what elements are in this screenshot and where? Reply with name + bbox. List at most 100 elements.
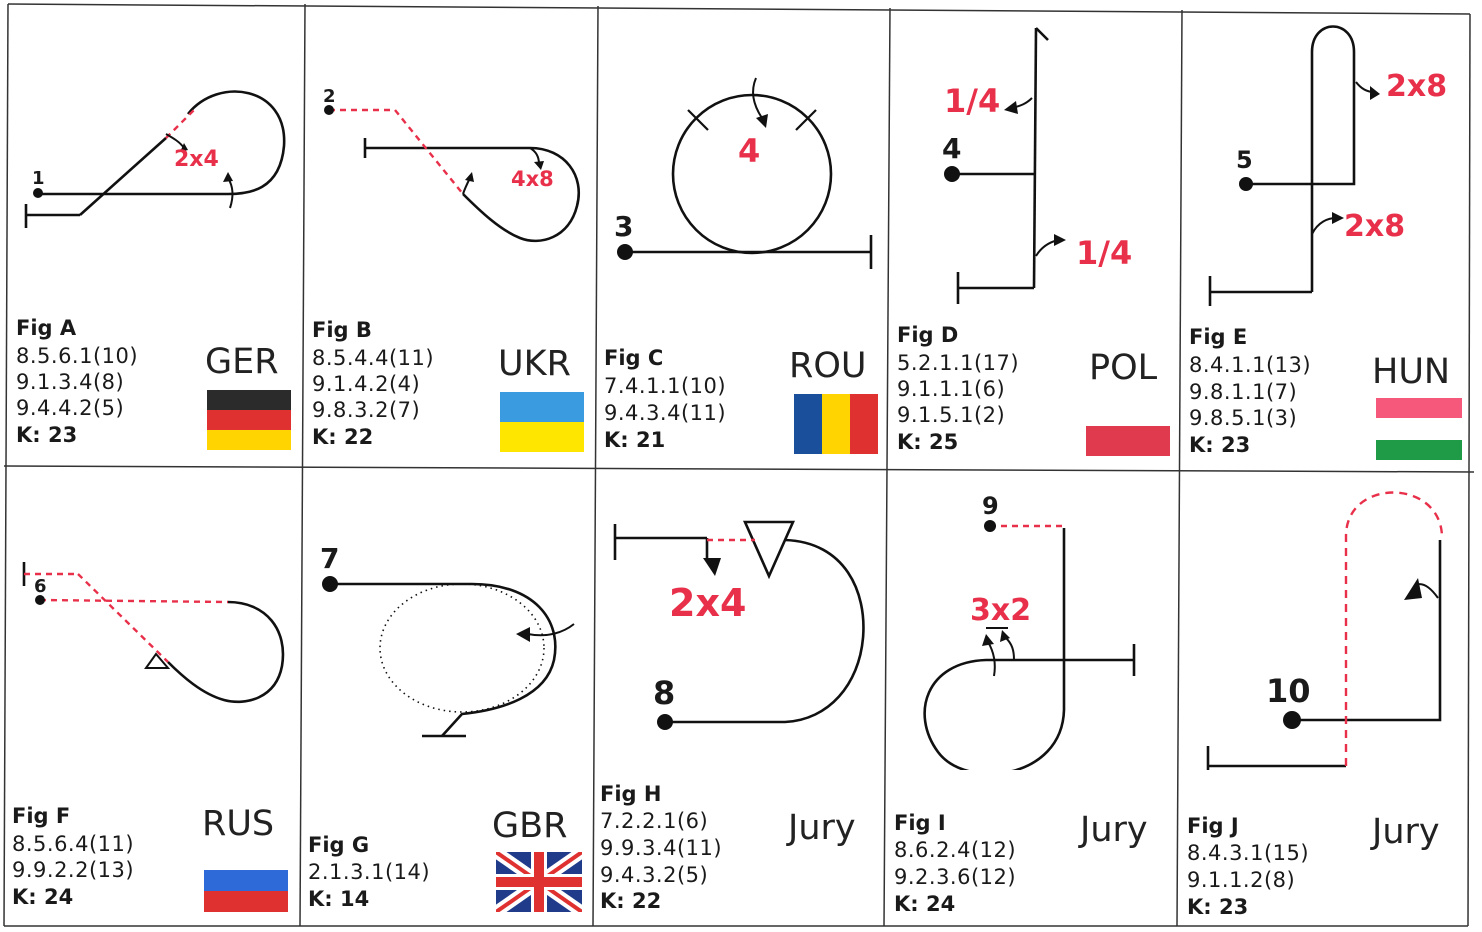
k-factor: K: 23 bbox=[16, 423, 78, 447]
start-number: 9 bbox=[982, 492, 999, 520]
roll-label-bottom: 1/4 bbox=[1076, 234, 1132, 272]
diagonal-line bbox=[79, 137, 167, 216]
flag-gbr bbox=[496, 852, 582, 912]
tick-right bbox=[795, 109, 817, 131]
roll-arrowhead-1 bbox=[1370, 86, 1380, 100]
country-code: ROU bbox=[789, 346, 867, 386]
country-code: UKR bbox=[498, 344, 571, 384]
roll-label: 4x8 bbox=[511, 167, 554, 191]
country-code: HUN bbox=[1372, 352, 1451, 392]
jury-label: Jury bbox=[1080, 810, 1148, 850]
jury-label: Jury bbox=[1372, 812, 1440, 852]
k-factor: K: 24 bbox=[894, 892, 956, 916]
figure-code-1: 7.4.1.1(10) bbox=[604, 374, 727, 398]
roll-arrow bbox=[527, 623, 575, 637]
figure-code-3: 9.8.3.2(7) bbox=[312, 398, 421, 422]
roll-arrowhead bbox=[703, 558, 721, 576]
start-dot bbox=[1239, 177, 1253, 191]
figure-title: Fig G bbox=[308, 833, 370, 857]
roll-label: 2x4 bbox=[669, 581, 746, 625]
loop-curve bbox=[167, 600, 285, 704]
roll-label: 3x2 bbox=[970, 593, 1031, 628]
figure-title: Fig I bbox=[894, 811, 946, 835]
figure-diagram-e: 5 2x8 2x8 bbox=[1208, 25, 1447, 306]
top-tick bbox=[1035, 27, 1049, 41]
roll-arrowhead-1 bbox=[982, 634, 994, 646]
roll-label: 4 bbox=[738, 132, 760, 170]
figure-code-3: 9.4.3.2(5) bbox=[600, 863, 709, 887]
country-code: RUS bbox=[202, 804, 275, 844]
flag-rou bbox=[794, 394, 878, 454]
figure-code-3: 9.4.4.2(5) bbox=[16, 396, 125, 420]
k-factor: K: 22 bbox=[312, 425, 374, 449]
roll-arrowhead-1 bbox=[180, 143, 188, 152]
roll-arrowhead-2 bbox=[1000, 630, 1010, 642]
start-number: 7 bbox=[320, 542, 339, 575]
dashed-loop bbox=[1344, 491, 1444, 766]
country-code: POL bbox=[1089, 348, 1158, 388]
k-factor: K: 23 bbox=[1189, 433, 1251, 457]
roll-arrowhead-1 bbox=[1004, 101, 1018, 114]
loop-curve bbox=[38, 90, 286, 196]
tick-left bbox=[687, 109, 709, 131]
country-code: GER bbox=[205, 342, 279, 382]
start-number: 1 bbox=[32, 168, 45, 189]
figure-code-1: 8.6.2.4(12) bbox=[894, 838, 1017, 862]
start-number: 8 bbox=[653, 674, 675, 712]
start-dot bbox=[35, 595, 45, 605]
start-dot bbox=[657, 714, 673, 730]
roll-label-bottom: 2x8 bbox=[1344, 209, 1405, 244]
figure-title: Fig F bbox=[12, 804, 71, 828]
figure-title: Fig A bbox=[16, 316, 77, 340]
roll-arrow-2 bbox=[1005, 637, 1015, 661]
vertical-line bbox=[1032, 27, 1038, 289]
flag-ger bbox=[207, 390, 291, 450]
figure-diagram-b: 2 4x8 bbox=[323, 86, 580, 243]
k-factor: K: 14 bbox=[308, 887, 370, 911]
roll-arrow-1 bbox=[165, 133, 185, 149]
figure-code-2: 9.9.3.4(11) bbox=[600, 836, 723, 860]
dashed-mid bbox=[39, 598, 229, 604]
k-factor: K: 21 bbox=[604, 428, 666, 452]
jury-label: Jury bbox=[788, 808, 856, 848]
start-number: 4 bbox=[942, 132, 961, 165]
figure-code-1: 2.1.3.1(14) bbox=[308, 860, 431, 884]
k-factor: K: 22 bbox=[600, 889, 662, 913]
figure-code-1: 8.5.6.1(10) bbox=[16, 344, 139, 368]
flag-pol bbox=[1086, 396, 1170, 456]
figure-title: Fig D bbox=[897, 323, 959, 347]
roll-label-top: 2x8 bbox=[1386, 69, 1447, 104]
roll-label: 2x4 bbox=[174, 147, 219, 172]
figure-code-2: 9.8.1.1(7) bbox=[1189, 380, 1298, 404]
loop-curve bbox=[462, 146, 580, 243]
roll-label-top: 1/4 bbox=[944, 82, 1000, 120]
figure-code-1: 5.2.1.1(17) bbox=[897, 351, 1020, 375]
dashed-diagonal bbox=[394, 109, 464, 195]
start-dot bbox=[33, 188, 43, 198]
roll-arrow bbox=[752, 77, 763, 119]
figure-code-3: 9.1.5.1(2) bbox=[897, 403, 1006, 427]
figure-diagram-h: 8 2x4 bbox=[613, 520, 865, 730]
roll-arrowhead-1 bbox=[534, 161, 544, 170]
loop-curve bbox=[1246, 25, 1356, 216]
figure-title: Fig H bbox=[600, 782, 662, 806]
start-number: 3 bbox=[614, 210, 633, 243]
start-dot bbox=[617, 244, 633, 260]
start-dot bbox=[322, 576, 338, 592]
figure-title: Fig J bbox=[1187, 814, 1239, 838]
figure-code-3: 9.8.5.1(3) bbox=[1189, 406, 1298, 430]
figure-code-2: 9.1.1.1(6) bbox=[897, 377, 1006, 401]
roll-arrowhead bbox=[756, 114, 768, 128]
roll-arrowhead-2 bbox=[1054, 234, 1066, 246]
start-dot bbox=[944, 166, 960, 182]
loop-curve bbox=[330, 582, 557, 737]
dotted-loop bbox=[379, 583, 545, 713]
figure-code-1: 8.4.3.1(15) bbox=[1187, 841, 1310, 865]
k-factor: K: 24 bbox=[12, 885, 74, 909]
figure-code-1: 8.5.4.4(11) bbox=[312, 346, 435, 370]
figure-diagram-d: 4 1/4 1/4 bbox=[942, 27, 1132, 304]
figure-diagram-g: 7 bbox=[320, 542, 575, 738]
figure-diagram-j: 10 bbox=[1206, 491, 1444, 770]
figure-title: Fig E bbox=[1189, 325, 1248, 349]
